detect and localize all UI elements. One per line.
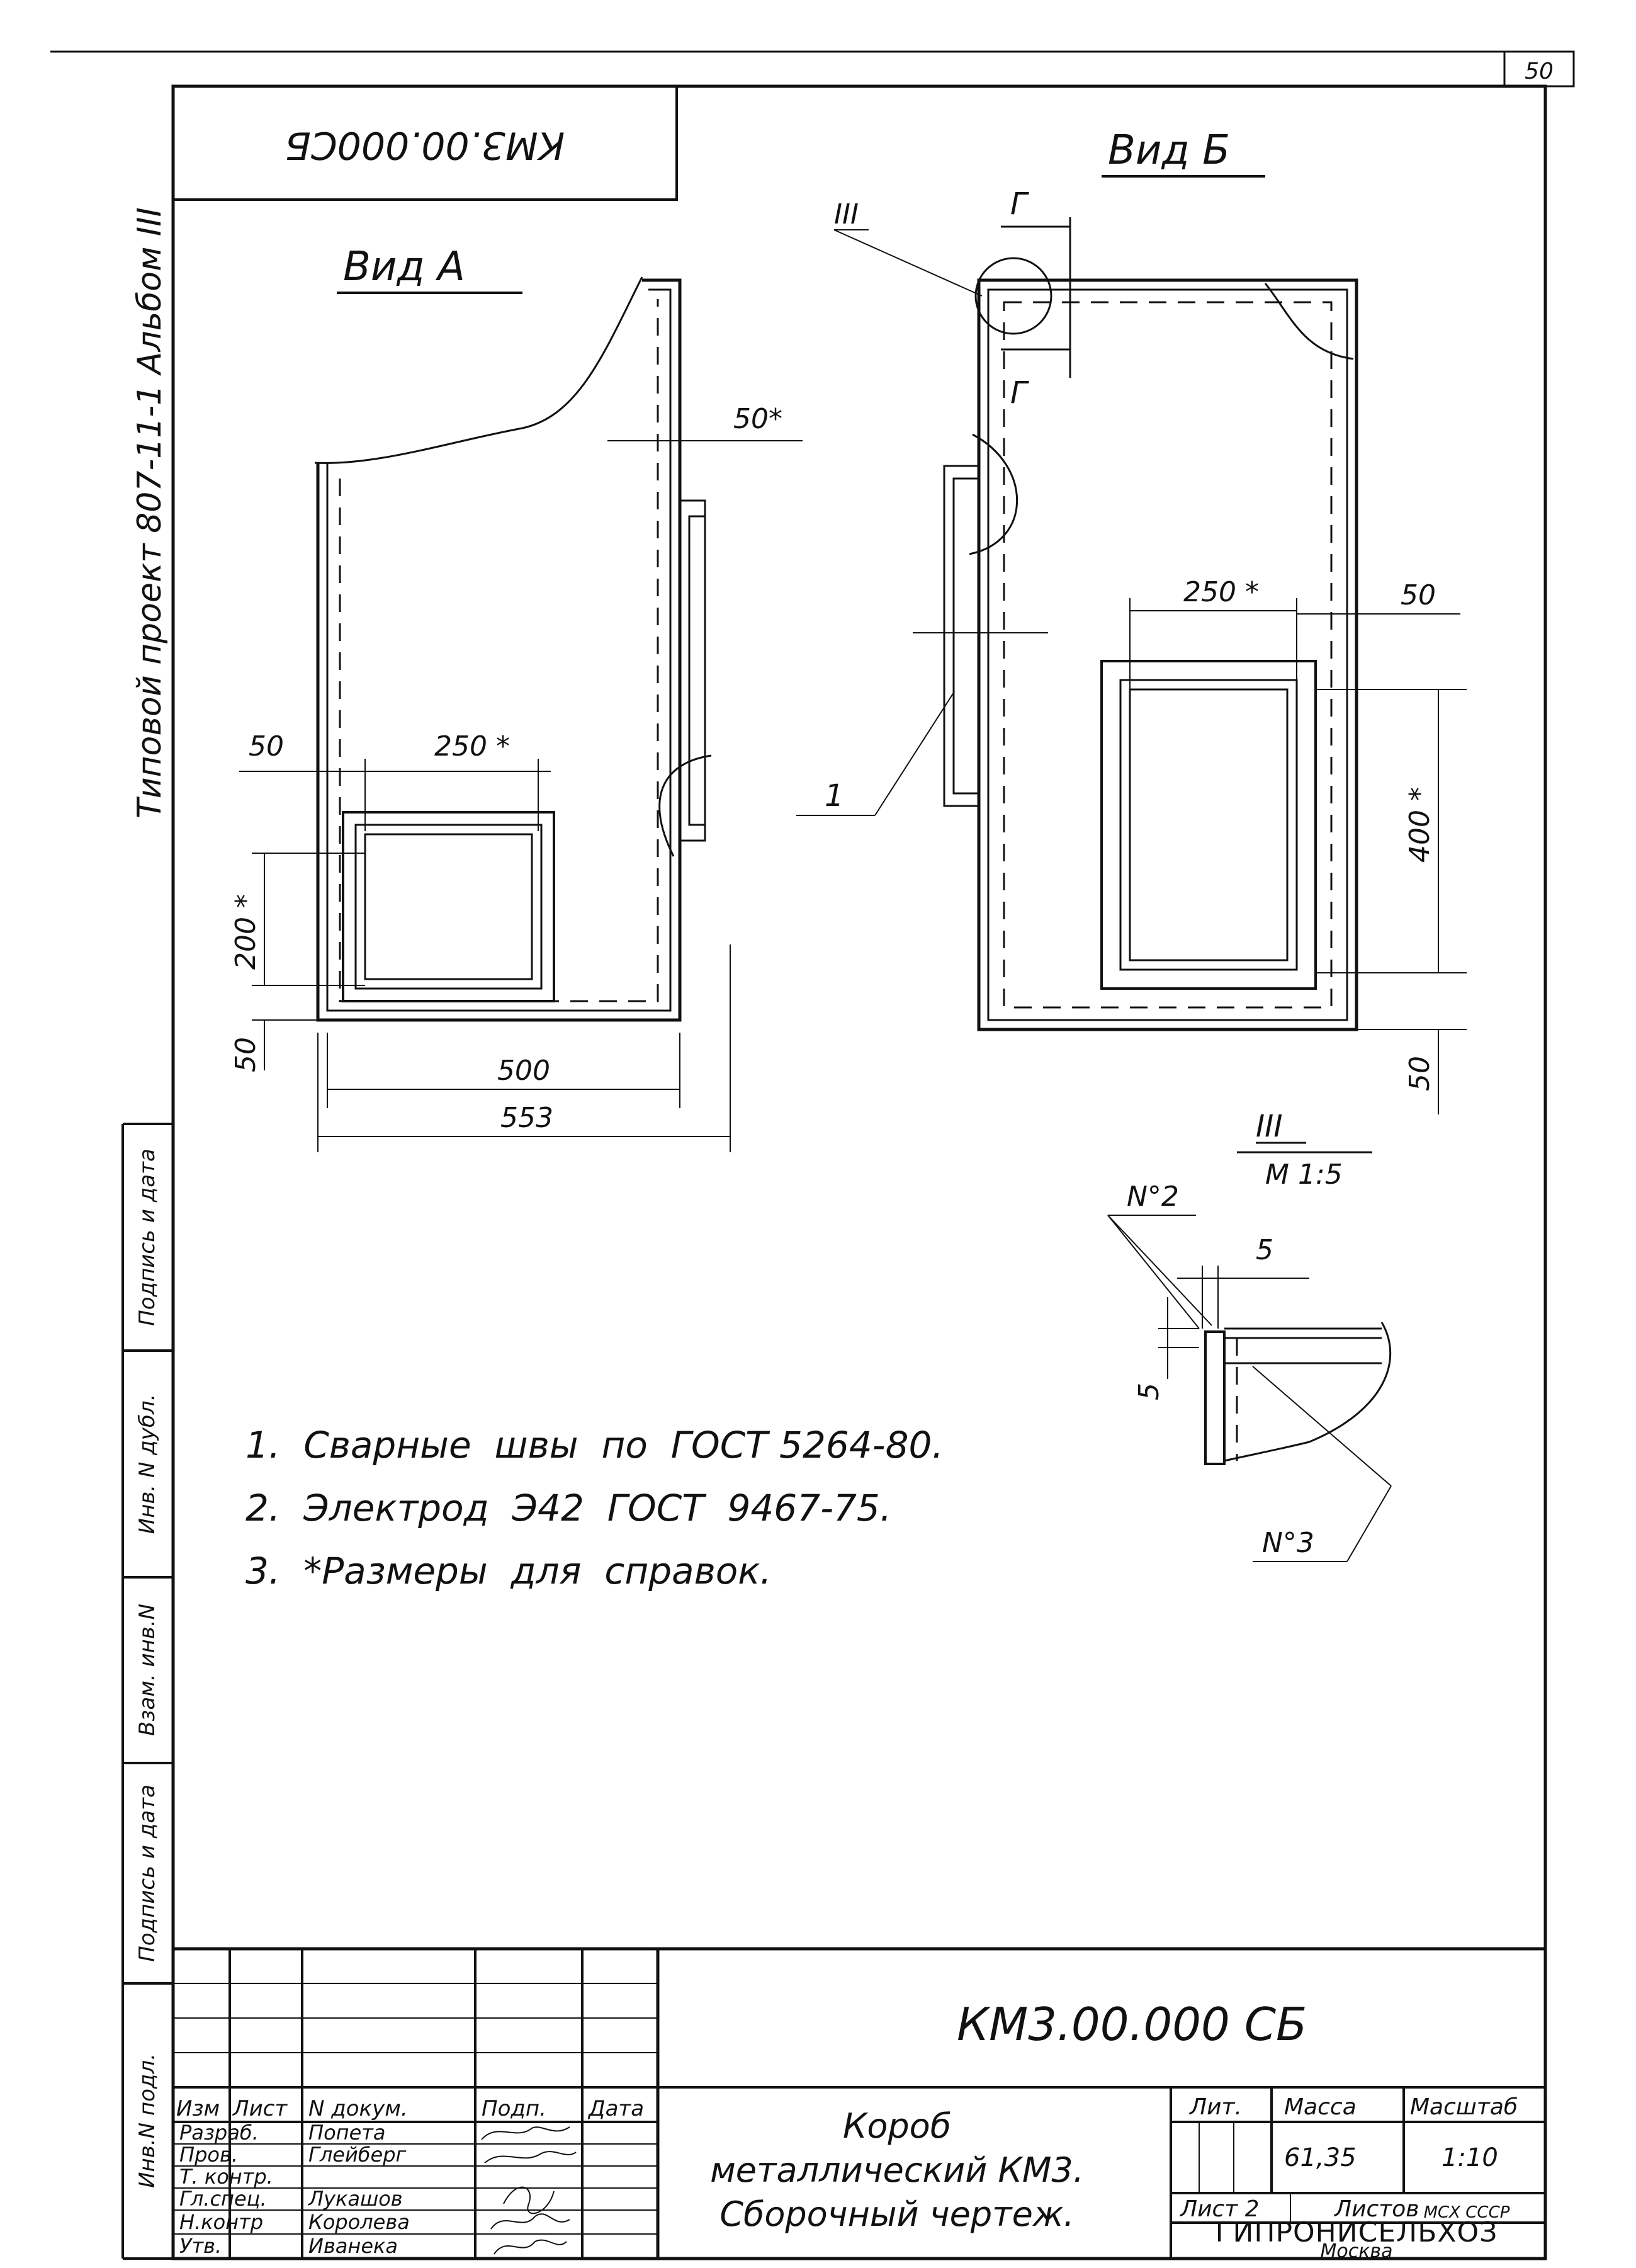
- left-strip: Подпись и дата Инв. N дубл. Взам. инв.N …: [121, 1123, 173, 2260]
- row-role-2: Пров.: [179, 2143, 238, 2167]
- sheet-number: 50: [1525, 59, 1554, 84]
- dim-a-250: 250 *: [434, 730, 510, 763]
- scale-label: Масштаб: [1410, 2094, 1518, 2120]
- mass-value: 61,35: [1284, 2143, 1357, 2172]
- note-3: 3. *Размеры для справок.: [245, 1550, 772, 1592]
- sheet-label: Лист 2: [1179, 2196, 1260, 2222]
- top-stamp-box: [172, 85, 678, 201]
- dim-detail-5-top: 5: [1256, 1234, 1273, 1266]
- dim-detail-5-side: 5: [1133, 1383, 1165, 1400]
- org-line-2: ГИПРОНИСЕЛЬХОЗ: [1216, 2216, 1498, 2248]
- signature-1: [481, 2126, 570, 2140]
- mass-label: Масса: [1284, 2094, 1357, 2120]
- org-line-3: Москва: [1321, 2240, 1393, 2262]
- top-stamp: КМ3.00.000СБ: [285, 123, 565, 167]
- name-line-1: Короб: [843, 2106, 951, 2146]
- signature-4: [490, 2213, 570, 2230]
- section-mark-top: Г: [1010, 186, 1029, 222]
- sheets-label: Листов: [1333, 2196, 1419, 2222]
- signature-2: [484, 2151, 577, 2163]
- callout-part-1: 1: [825, 778, 844, 814]
- strip-cell-replace-inv: Взам. инв.N: [135, 1604, 160, 1736]
- row-name-6: Иванека: [308, 2234, 398, 2258]
- row-role-4: Гл.спец.: [179, 2187, 267, 2211]
- signature-3: [503, 2186, 555, 2214]
- row-name-2: Глейберг: [308, 2143, 407, 2167]
- hdr-list: Лист: [232, 2096, 288, 2121]
- row-role-5: Н.контр: [179, 2210, 263, 2234]
- note-2: 2. Электрод Э42 ГОСТ 9467-75.: [245, 1487, 891, 1529]
- side-title: Типовой проект 807-11-1 Альбом III: [131, 207, 169, 819]
- row-name-5: Королева: [308, 2210, 410, 2234]
- note-1: 1. Сварные швы по ГОСТ 5264-80.: [245, 1424, 944, 1466]
- hdr-doc: N докум.: [308, 2096, 408, 2121]
- row-name-4: Лукашов: [308, 2187, 403, 2211]
- detail-label: III: [1256, 1109, 1282, 1144]
- hdr-sign: Подп.: [482, 2096, 546, 2121]
- dim-a-200: 200 *: [230, 894, 262, 970]
- row-role-6: Утв.: [179, 2234, 222, 2258]
- doc-code: КМ3.00.000 СБ: [957, 1998, 1307, 2051]
- scale-value: 1:10: [1441, 2143, 1498, 2172]
- dim-b-400: 400 *: [1404, 787, 1436, 863]
- row-role-3: Т. контр.: [179, 2165, 273, 2189]
- section-mark-bottom: Г: [1010, 375, 1029, 411]
- hdr-izm: Изм: [176, 2096, 220, 2121]
- signature-5: [494, 2239, 567, 2255]
- detail-scale: М 1:5: [1265, 1159, 1343, 1191]
- view-a-label: Вид А: [343, 244, 465, 290]
- weld-2-label: N°2: [1127, 1181, 1179, 1213]
- dim-a-50-top: 50*: [733, 403, 782, 435]
- drawing-frame: [171, 84, 1547, 2260]
- dim-b-250: 250 *: [1183, 576, 1259, 608]
- org-line-1: МСХ СССР: [1424, 2203, 1510, 2222]
- dim-b-50: 50: [1401, 579, 1436, 611]
- dim-a-50-left: 50: [249, 730, 284, 763]
- hdr-date: Дата: [587, 2096, 644, 2121]
- dim-a-50-bottom: 50: [230, 1037, 262, 1072]
- callout-node: III: [834, 198, 859, 230]
- name-line-3: Сборочный чертеж.: [719, 2194, 1074, 2234]
- weld-3-label: N°3: [1262, 1527, 1314, 1559]
- dim-a-500: 500: [497, 1055, 550, 1087]
- strip-cell-dup-inv: Инв. N дубл.: [135, 1394, 160, 1534]
- view-a: Вид А 50* 50 250 * 200 * 50: [230, 244, 803, 1152]
- strip-cell-sign-date-top: Подпись и дата: [135, 1148, 160, 1326]
- detail-iii: III М 1:5 N°2 5 5 N°3: [1107, 1109, 1392, 1562]
- strip-cell-orig-inv: Инв.N подл.: [135, 2053, 160, 2188]
- view-b-label: Вид Б: [1108, 127, 1230, 174]
- dim-b-50-bottom: 50: [1404, 1056, 1436, 1091]
- dim-a-553: 553: [500, 1102, 553, 1134]
- notes: 1. Сварные швы по ГОСТ 5264-80. 2. Элект…: [245, 1424, 944, 1592]
- row-role-1: Разраб.: [179, 2121, 259, 2145]
- row-name-1: Попета: [308, 2121, 386, 2145]
- lit-label: Лит.: [1188, 2094, 1242, 2120]
- title-block: Изм Лист N докум. Подп. Дата Разраб. Поп…: [173, 1947, 1545, 2262]
- view-b: Вид Б Г Г III 1 250 *: [796, 127, 1467, 1114]
- strip-cell-sign-date-bottom: Подпись и дата: [135, 1784, 160, 1962]
- name-line-2: металлический КМ3.: [710, 2150, 1084, 2190]
